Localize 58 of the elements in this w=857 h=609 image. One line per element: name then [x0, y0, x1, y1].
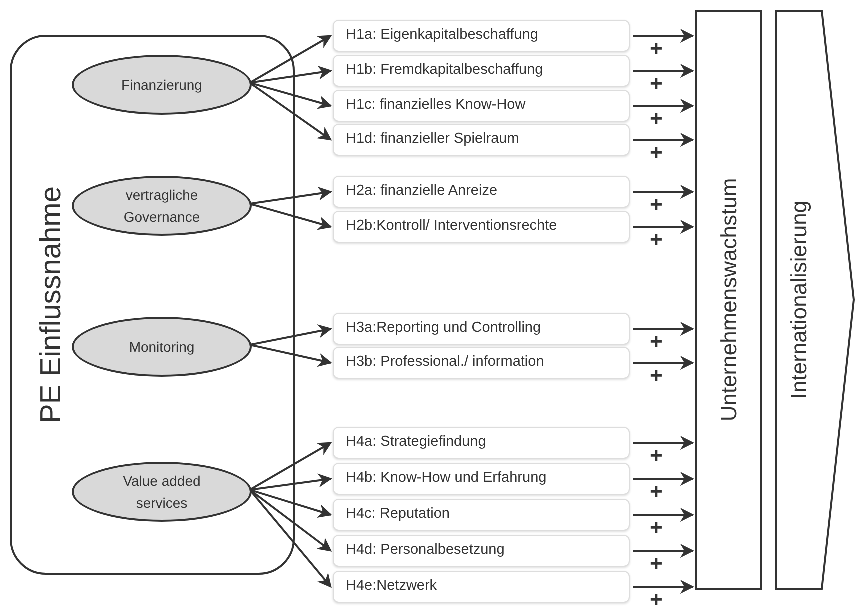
arrow: [633, 436, 694, 450]
arrow: [250, 344, 332, 368]
hypothesis-box: H4d: Personalbesetzung: [333, 535, 630, 567]
outcome-label: Internationalisierung: [786, 200, 812, 400]
hypothesis-box: H1d: finanzieller Spielraum: [333, 124, 630, 156]
arrow: [250, 474, 332, 491]
edge-label: +: [650, 196, 663, 214]
arrow: [633, 220, 694, 234]
group-title: PE Einflussnahme: [34, 186, 68, 424]
arrow: [250, 186, 332, 205]
outcome-box: [695, 10, 762, 590]
edge-label: +: [650, 591, 663, 609]
arrow: [633, 544, 694, 558]
arrow: [633, 185, 694, 199]
arrow: [633, 508, 694, 522]
hypothesis-box: H1b: Fremdkapitalbeschaffung: [333, 55, 630, 87]
hypothesis-box: H4c: Reputation: [333, 499, 630, 531]
hypothesis-box: H4b: Know-How und Erfahrung: [333, 463, 630, 495]
edge-label: +: [650, 333, 663, 351]
arrow: [633, 356, 694, 370]
edge-label: +: [650, 75, 663, 93]
category-ellipse: Value added services: [72, 462, 252, 522]
arrow: [633, 29, 694, 43]
edge-label: +: [650, 519, 663, 537]
edge-label: +: [650, 144, 663, 162]
outcome-label: Unternehmenswachstum: [715, 178, 742, 422]
hypothesis-box: H2a: finanzielle Anreize: [333, 176, 630, 208]
hypothesis-box: H3b: Professional./ information: [333, 347, 630, 379]
arrow: [250, 203, 332, 230]
edge-label: +: [650, 555, 663, 573]
arrow: [250, 35, 332, 84]
edge-label: +: [650, 483, 663, 501]
category-ellipse: Finanzierung: [72, 55, 252, 115]
arrow: [250, 66, 332, 84]
edge-label: +: [650, 40, 663, 58]
hypothesis-box: H2b:Kontroll/ Interventionsrechte: [333, 211, 630, 243]
group-panel: [10, 35, 295, 575]
arrow: [633, 580, 694, 594]
edge-label: +: [650, 447, 663, 465]
arrow: [250, 442, 332, 491]
arrow: [633, 322, 694, 336]
edge-label: +: [650, 367, 663, 385]
category-ellipse: vertragliche Governance: [72, 176, 252, 236]
hypothesis-box: H3a:Reporting und Controlling: [333, 313, 630, 345]
edge-label: +: [650, 110, 663, 128]
hypothesis-box: H1a: Eigenkapitalbeschaffung: [333, 20, 630, 52]
arrow: [633, 64, 694, 78]
arrow: [633, 133, 694, 147]
arrow: [633, 99, 694, 113]
edge-label: +: [650, 231, 663, 249]
arrow: [250, 489, 332, 518]
arrow: [250, 82, 332, 110]
hypothesis-box: H4e:Netzwerk: [333, 571, 630, 603]
hypothesis-box: H1c: finanzielles Know-How: [333, 90, 630, 122]
arrow: [250, 324, 332, 346]
category-ellipse: Monitoring: [72, 317, 252, 377]
arrow: [633, 472, 694, 486]
hypothesis-box: H4a: Strategiefindung: [333, 427, 630, 459]
